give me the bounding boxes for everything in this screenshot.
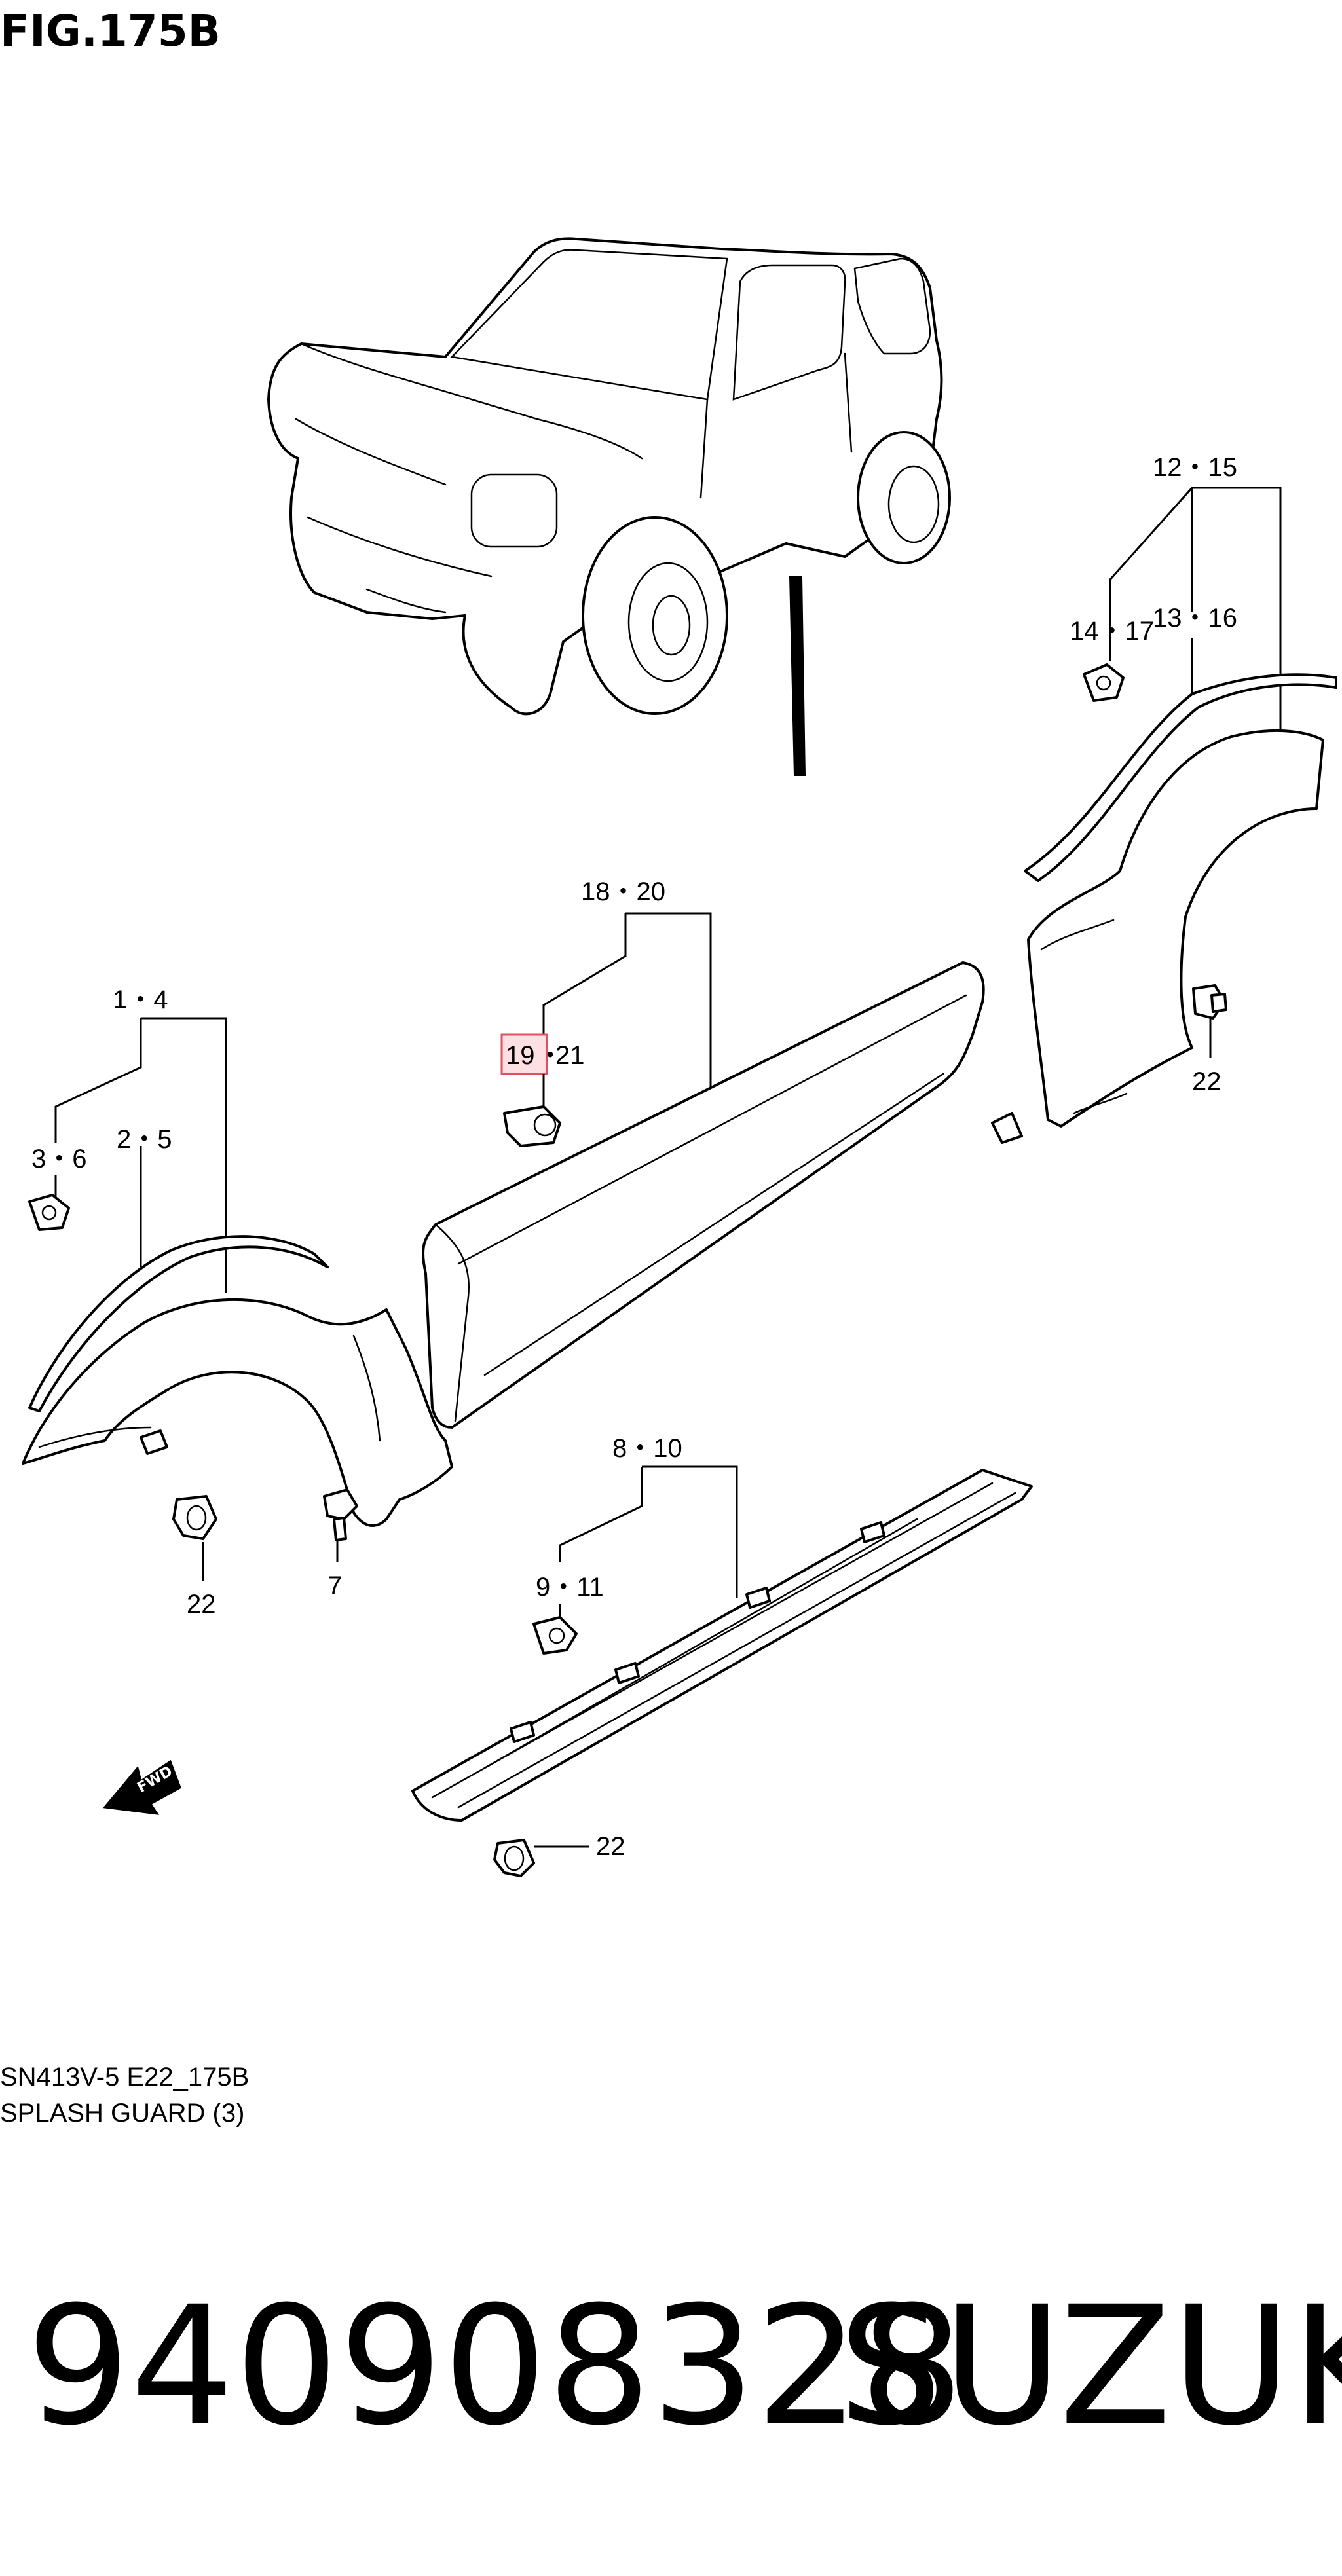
callout-19-21-separator: ・ xyxy=(537,1041,563,1070)
figure-title: FIG.175B xyxy=(0,6,221,56)
callout-21[interactable]: 21 xyxy=(555,1041,585,1070)
callout-22-rear[interactable]: 22 xyxy=(1192,1067,1221,1096)
fwd-arrow-icon: FWD xyxy=(103,1759,181,1815)
push-clip-icon xyxy=(493,1839,535,1877)
vehicle-illustration xyxy=(267,237,951,776)
clip-icon xyxy=(532,1616,578,1655)
front-fender-group: 1・4 3・6 2・5 22 7 xyxy=(22,985,453,1619)
section-title: SPLASH GUARD (3) xyxy=(0,2099,244,2127)
push-clip-icon xyxy=(1192,984,1227,1020)
callout-2-5[interactable]: 2・5 xyxy=(117,1125,172,1154)
highlight-box xyxy=(500,1033,548,1075)
part-number: 940908328 xyxy=(26,2271,964,2461)
clip-icon xyxy=(28,1194,70,1231)
callout-12-15[interactable]: 12・15 xyxy=(1153,453,1237,482)
brand-name: SUZUKI xyxy=(838,2271,1342,2461)
callout-9-11[interactable]: 9・11 xyxy=(536,1573,604,1602)
callout-22-sill[interactable]: 22 xyxy=(596,1832,625,1861)
callout-13-16[interactable]: 13・16 xyxy=(1153,604,1237,633)
clip-icon xyxy=(503,1105,561,1147)
callout-8-10[interactable]: 8・10 xyxy=(612,1434,682,1463)
model-code: SN413V-5 E22_175B xyxy=(0,2063,249,2091)
callout-7[interactable]: 7 xyxy=(327,1572,342,1600)
sill-group: 8・10 9・11 22 xyxy=(411,1434,1033,1877)
callout-3-6[interactable]: 3・6 xyxy=(31,1145,87,1173)
callout-18-20[interactable]: 18・20 xyxy=(581,877,665,906)
callout-14-17[interactable]: 14・17 xyxy=(1070,617,1154,646)
rear-fender-group: 12・15 14・17 13・16 22 xyxy=(991,453,1337,1144)
callout-19[interactable]: 19 xyxy=(506,1041,535,1070)
location-pointer xyxy=(789,576,806,776)
callout-22-front[interactable]: 22 xyxy=(187,1590,216,1619)
clip-icon xyxy=(1083,663,1125,702)
push-clip-icon xyxy=(172,1495,217,1540)
screw-icon xyxy=(323,1488,358,1541)
callout-1-4[interactable]: 1・4 xyxy=(113,985,168,1014)
side-molding-group: 18・20 19 ・ 21 xyxy=(421,877,985,1429)
